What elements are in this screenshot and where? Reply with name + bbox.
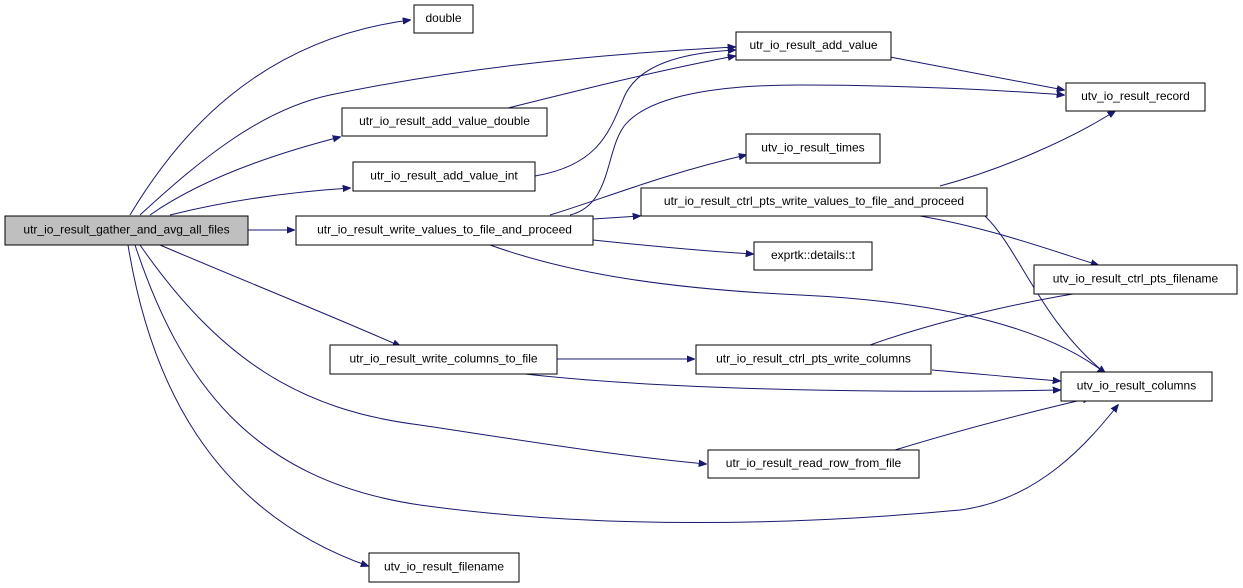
node-read-row-from-file[interactable]: utr_io_result_read_row_from_file bbox=[707, 449, 920, 479]
node-add-value-double[interactable]: utr_io_result_add_value_double bbox=[341, 107, 548, 137]
node-label: utr_io_result_read_row_from_file bbox=[726, 456, 902, 470]
node-label: exprtk::details::t bbox=[771, 248, 856, 262]
node-double[interactable]: double bbox=[413, 4, 474, 34]
edge-add-value-double-add-value bbox=[507, 56, 735, 109]
edge-ctrl-write-columns-columns bbox=[931, 369, 1060, 381]
edge-read-row-columns bbox=[894, 398, 1090, 451]
edge-write-values-exprtk bbox=[592, 239, 753, 254]
node-label: utr_io_result_add_value bbox=[749, 38, 877, 52]
node-ctrl-pts-write-values-to-file-and-proceed[interactable]: utr_io_result_ctrl_pts_write_values_to_f… bbox=[640, 187, 988, 217]
node-label: utr_io_result_add_value_int bbox=[370, 169, 518, 183]
edge-ctrl-write-values-record bbox=[939, 111, 1115, 187]
edge-gather-filename bbox=[127, 244, 368, 566]
edge-write-values-ctrl-write-values bbox=[592, 216, 640, 219]
edge-write-values-columns bbox=[489, 244, 1105, 373]
node-ctrl-pts-filename[interactable]: utv_io_result_ctrl_pts_filename bbox=[1033, 264, 1238, 295]
node-label: utr_io_result_write_columns_to_file bbox=[349, 352, 537, 366]
node-columns[interactable]: utv_io_result_columns bbox=[1060, 371, 1213, 402]
node-label: utv_io_result_ctrl_pts_filename bbox=[1053, 272, 1219, 286]
edge-ctrl-write-columns-ctrl-filename bbox=[869, 290, 1098, 346]
node-label: utr_io_result_ctrl_pts_write_columns bbox=[716, 352, 911, 366]
edge-gather-read-row bbox=[139, 244, 706, 464]
node-add-value-int[interactable]: utr_io_result_add_value_int bbox=[352, 161, 536, 192]
node-label: utr_io_result_ctrl_pts_write_values_to_f… bbox=[664, 194, 964, 208]
node-filename[interactable]: utv_io_result_filename bbox=[368, 552, 520, 583]
node-write-columns-to-file[interactable]: utr_io_result_write_columns_to_file bbox=[329, 344, 558, 375]
node-write-values-to-file-and-proceed[interactable]: utr_io_result_write_values_to_file_and_p… bbox=[295, 215, 594, 246]
node-label: utv_io_result_record bbox=[1081, 89, 1190, 103]
node-ctrl-pts-write-columns[interactable]: utr_io_result_ctrl_pts_write_columns bbox=[695, 344, 932, 375]
edge-add-value-int-add-value bbox=[534, 50, 735, 177]
edge-gather-write-columns bbox=[159, 244, 400, 346]
edge-write-values-record bbox=[569, 84, 1064, 216]
edge-gather-add-value-int bbox=[169, 188, 350, 216]
node-label: double bbox=[425, 11, 461, 25]
node-label: utv_io_result_filename bbox=[384, 560, 504, 574]
node-add-value[interactable]: utr_io_result_add_value bbox=[735, 31, 892, 61]
node-exprtk-details-t[interactable]: exprtk::details::t bbox=[753, 241, 873, 271]
edge-gather-columns bbox=[134, 244, 1118, 523]
node-times[interactable]: utv_io_result_times bbox=[745, 133, 881, 164]
edge-write-values-times bbox=[549, 155, 746, 216]
node-record[interactable]: utv_io_result_record bbox=[1065, 82, 1206, 112]
node-label: utr_io_result_add_value_double bbox=[359, 114, 530, 128]
edge-gather-add-value bbox=[139, 47, 735, 216]
edge-add-value-record bbox=[889, 56, 1064, 90]
edge-ctrl-write-values-ctrl-filename bbox=[919, 215, 1098, 265]
edge-gather-add-value-double bbox=[149, 137, 340, 216]
nodes: utr_io_result_gather_and_avg_all_files d… bbox=[4, 4, 1238, 583]
node-label: utr_io_result_write_values_to_file_and_p… bbox=[317, 223, 572, 237]
edge-write-columns-columns bbox=[524, 373, 1060, 391]
node-label: utv_io_result_times bbox=[761, 141, 864, 155]
node-gather-and-avg-all-files[interactable]: utr_io_result_gather_and_avg_all_files bbox=[4, 215, 249, 246]
node-label: utv_io_result_columns bbox=[1077, 379, 1196, 393]
node-label: utr_io_result_gather_and_avg_all_files bbox=[23, 223, 229, 237]
edge-gather-double bbox=[129, 20, 410, 216]
edges bbox=[127, 20, 1118, 566]
